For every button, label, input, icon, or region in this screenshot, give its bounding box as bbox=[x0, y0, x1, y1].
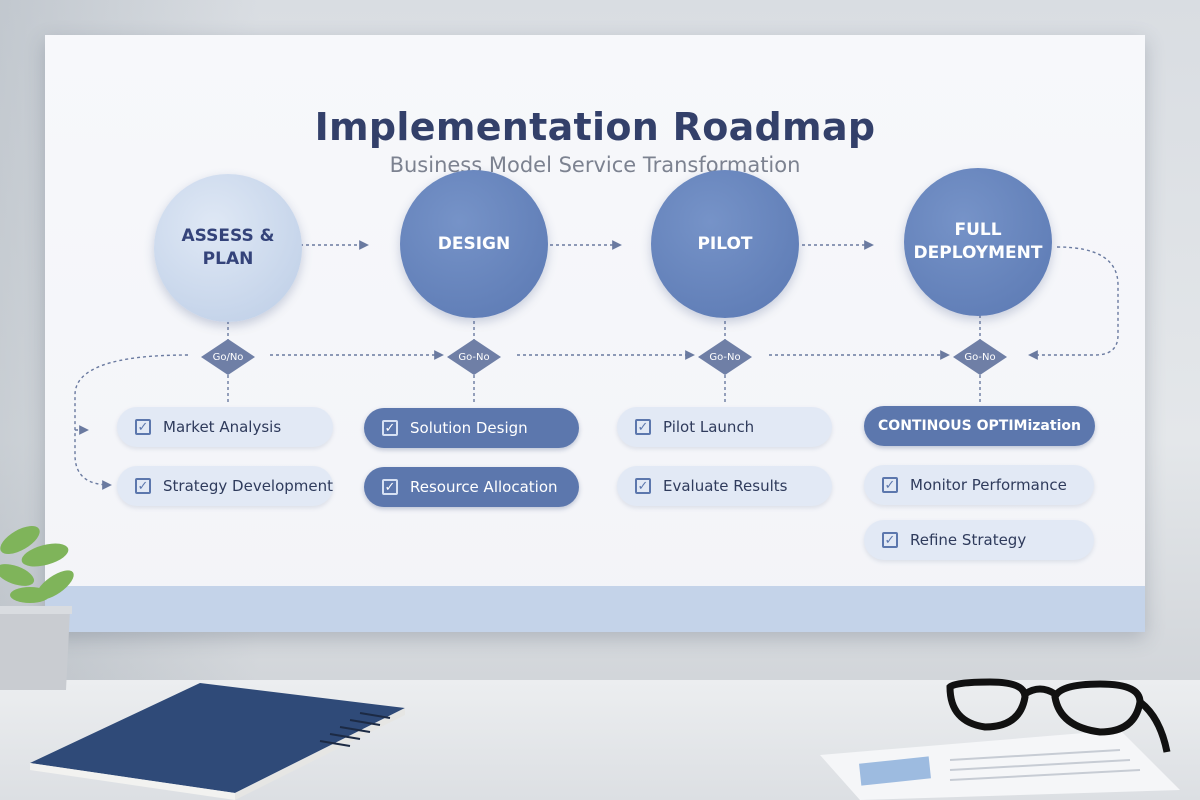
phase-label-line1: DESIGN bbox=[437, 233, 511, 254]
phase-label-line1: FULL bbox=[954, 220, 1002, 241]
task-solution-design[interactable]: ✓ Solution Design bbox=[364, 408, 579, 448]
task-label: Monitor Performance bbox=[910, 476, 1067, 494]
phase-design[interactable]: DESIGN bbox=[400, 170, 548, 318]
phase-assess-plan[interactable]: ASSESS & PLAN bbox=[154, 174, 302, 322]
task-strategy-development[interactable]: ✓ Strategy Development bbox=[117, 466, 333, 506]
gate-label: Go-No bbox=[709, 351, 741, 363]
roadmap-board: Implementation Roadmap Business Model Se… bbox=[45, 35, 1145, 632]
phase-full-deployment[interactable]: FULL DEPLOYMENT bbox=[904, 168, 1052, 316]
diamond-gate-icon bbox=[698, 339, 752, 375]
gate-assess[interactable]: Go/No bbox=[201, 339, 255, 375]
task-label: Pilot Launch bbox=[663, 418, 755, 436]
paper-sheet-icon bbox=[820, 730, 1180, 800]
diamond-gate-icon bbox=[201, 339, 255, 375]
check-icon: ✓ bbox=[135, 478, 151, 494]
board-footer-stripe bbox=[45, 586, 1145, 632]
task-label: Resource Allocation bbox=[410, 478, 558, 496]
diamond-gate-icon bbox=[447, 339, 501, 375]
task-evaluate-results[interactable]: ✓ Evaluate Results bbox=[617, 466, 832, 506]
gate-label: Go-No bbox=[964, 351, 996, 363]
task-label: Market Analysis bbox=[163, 418, 282, 436]
check-icon: ✓ bbox=[635, 478, 651, 494]
check-icon: ✓ bbox=[382, 479, 398, 495]
phase-label-line2: DEPLOYMENT bbox=[913, 243, 1043, 263]
phase-label-line1: PILOT bbox=[697, 233, 753, 254]
gate-label: Go/No bbox=[212, 351, 244, 363]
phase-label-line2: PLAN bbox=[202, 249, 254, 269]
task-monitor-performance[interactable]: ✓ Monitor Performance bbox=[864, 465, 1094, 505]
check-icon: ✓ bbox=[635, 419, 651, 435]
gate-deploy[interactable]: Go-No bbox=[953, 339, 1007, 375]
gate-pilot[interactable]: Go-No bbox=[698, 339, 752, 375]
gate-label: Go-No bbox=[458, 351, 490, 363]
notebook-icon bbox=[30, 683, 405, 800]
gate-design[interactable]: Go-No bbox=[447, 339, 501, 375]
phase-pilot[interactable]: PILOT bbox=[651, 170, 799, 318]
phase-label-line1: ASSESS & bbox=[181, 226, 275, 247]
check-icon: ✓ bbox=[135, 419, 151, 435]
check-icon: ✓ bbox=[882, 532, 898, 548]
plant-icon bbox=[0, 526, 74, 690]
task-refine-strategy[interactable]: ✓ Refine Strategy bbox=[864, 520, 1094, 560]
task-label: Strategy Development bbox=[163, 477, 334, 495]
glasses-icon bbox=[946, 678, 1171, 753]
task-resource-allocation[interactable]: ✓ Resource Allocation bbox=[364, 467, 579, 507]
task-label: Refine Strategy bbox=[910, 531, 1027, 549]
check-icon: ✓ bbox=[882, 477, 898, 493]
task-label: Solution Design bbox=[410, 419, 528, 437]
title: Implementation Roadmap bbox=[314, 105, 876, 149]
connector-left-loop bbox=[74, 354, 189, 490]
diamond-gate-icon bbox=[953, 339, 1007, 375]
task-market-analysis[interactable]: ✓ Market Analysis bbox=[117, 407, 333, 447]
check-icon: ✓ bbox=[382, 420, 398, 436]
task-label: Evaluate Results bbox=[663, 477, 788, 495]
task-continuous-optimization[interactable]: CONTINOUS OPTIMization bbox=[864, 406, 1095, 446]
task-pilot-launch[interactable]: ✓ Pilot Launch bbox=[617, 407, 832, 447]
task-label: CONTINOUS OPTIMization bbox=[878, 418, 1081, 434]
connector-deploy-loop bbox=[1028, 246, 1119, 360]
